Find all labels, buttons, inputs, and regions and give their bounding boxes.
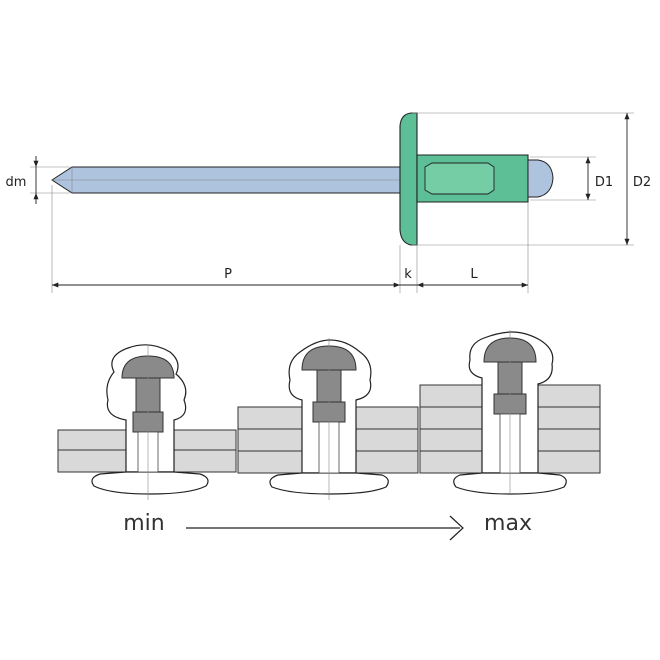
grip-range: min max — [123, 511, 532, 541]
label-l: L — [470, 267, 478, 282]
plate — [355, 406, 419, 430]
dim-dm: dm — [6, 156, 70, 204]
label-dm: dm — [6, 175, 27, 190]
plate — [237, 450, 303, 474]
label-max: max — [484, 511, 532, 536]
label-k: k — [404, 267, 412, 282]
rivet-waist — [424, 162, 495, 195]
range-arrow-head — [449, 515, 464, 541]
plate — [537, 384, 601, 408]
plate — [173, 449, 237, 473]
dim-p: P — [51, 185, 401, 293]
flange — [91, 471, 209, 495]
plate — [237, 428, 303, 452]
label-d1: D1 — [595, 175, 613, 190]
plate — [537, 428, 601, 452]
dim-d1: D1 — [530, 156, 613, 201]
dim-d2: D2 — [412, 112, 651, 246]
plate — [355, 428, 419, 452]
mandrel-head — [527, 159, 554, 198]
label-min: min — [123, 511, 165, 536]
dim-l: L — [417, 202, 529, 293]
dim-k: k — [400, 245, 418, 293]
plate — [355, 450, 419, 474]
assembly-min — [57, 344, 237, 500]
plate — [537, 406, 601, 430]
plate — [173, 429, 237, 451]
label-d2: D2 — [633, 175, 651, 190]
plate — [419, 428, 483, 452]
label-p: P — [224, 267, 232, 282]
plate — [57, 429, 127, 451]
rivet-flange — [399, 112, 418, 246]
rivet-side-view — [51, 112, 554, 246]
plate — [419, 450, 483, 474]
plate — [537, 450, 601, 474]
plate — [237, 406, 303, 430]
plate — [419, 406, 483, 430]
plate — [419, 384, 483, 408]
plate — [57, 449, 127, 473]
assembly-max — [419, 330, 601, 495]
assembly-mid — [237, 338, 419, 500]
